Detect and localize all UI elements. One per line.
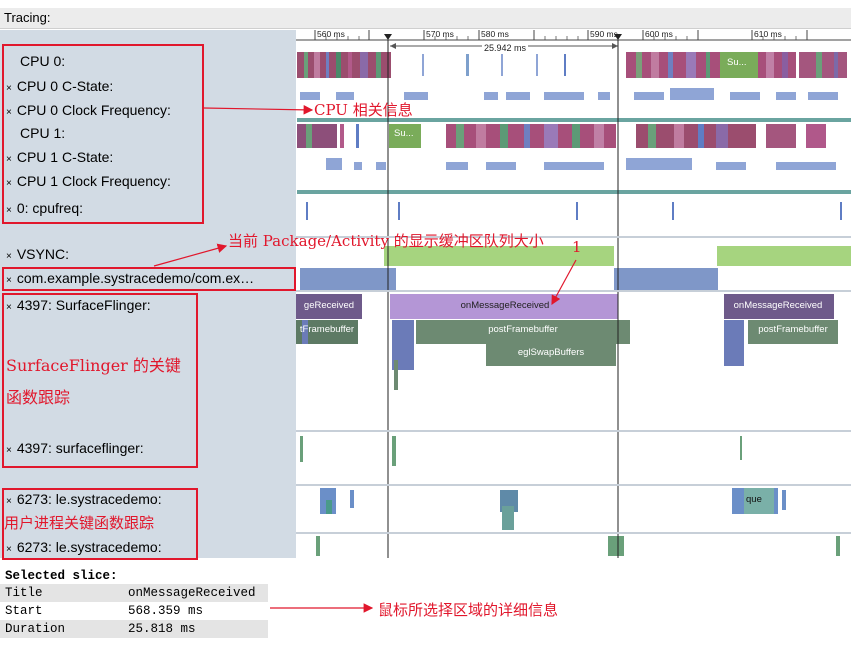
track-app-process[interactable]: × 6273: le.systracedemo: xyxy=(6,539,162,555)
annotation-detail-info: 鼠标所选择区域的详细信息 xyxy=(378,601,559,619)
track-cpu0[interactable]: CPU 0: xyxy=(20,53,65,69)
track-cpu1-cstate[interactable]: × CPU 1 C-State: xyxy=(6,149,113,165)
close-icon[interactable]: × xyxy=(6,496,12,507)
detail-row-duration: Duration 25.818 ms xyxy=(0,620,268,638)
track-label: CPU 0 Clock Frequency: xyxy=(16,102,171,118)
slice-postframebuffer-mid[interactable]: postFramebuffer xyxy=(488,324,558,335)
track-label: CPU 1: xyxy=(20,125,66,141)
track-separator xyxy=(296,532,851,534)
track-label: VSYNC: xyxy=(16,246,69,262)
slice-postframebuffer-right[interactable]: postFramebuffer xyxy=(758,324,828,335)
selection-duration-label: 25.942 ms xyxy=(482,43,529,53)
track-app-buffer-queue[interactable]: × com.example.systracedemo/com.ex… xyxy=(6,270,254,286)
cpu0-slice-label: Su... xyxy=(727,57,747,68)
annotation-sf-funcs-2: 函数跟踪 xyxy=(6,388,71,407)
slice-onmessage-left[interactable]: geReceived xyxy=(303,300,355,311)
close-icon[interactable]: × xyxy=(6,544,12,555)
detail-value: 568.359 ms xyxy=(128,604,204,618)
track-label: com.example.systracedemo/com.ex… xyxy=(16,270,255,286)
slice-que[interactable]: que xyxy=(746,494,762,505)
track-cpu0-cstate[interactable]: × CPU 0 C-State: xyxy=(6,78,113,94)
tick-580: 580 ms xyxy=(481,30,509,39)
track-vsync[interactable]: × VSYNC: xyxy=(6,246,69,262)
annotation-box-user-process xyxy=(2,488,198,560)
track-label: CPU 1 Clock Frequency: xyxy=(16,173,171,189)
close-icon[interactable]: × xyxy=(6,251,12,262)
tick-570: 570 ms xyxy=(426,30,454,39)
track-label: 6273: le.systracedemo: xyxy=(16,539,162,555)
annotation-buffer-queue: 当前 Package/Activity 的显示缓冲区队列大小 xyxy=(228,232,544,250)
detail-value: 25.818 ms xyxy=(128,622,196,636)
track-surfaceflinger-process[interactable]: × 4397: surfaceflinger: xyxy=(6,440,144,456)
track-cpufreq[interactable]: × 0: cpufreq: xyxy=(6,200,83,216)
track-cpu1-freq[interactable]: × CPU 1 Clock Frequency: xyxy=(6,173,171,189)
track-surfaceflinger-thread[interactable]: × 4397: SurfaceFlinger: xyxy=(6,297,151,313)
track-cpu1[interactable]: CPU 1: xyxy=(20,125,65,141)
track-separator xyxy=(296,236,851,238)
track-separator xyxy=(296,484,851,486)
annotation-user-funcs: 用户进程关键函数跟踪 xyxy=(4,514,155,532)
tick-600: 600 ms xyxy=(645,30,673,39)
detail-key: Duration xyxy=(5,622,66,636)
annotation-marker-1: 1 xyxy=(572,238,582,256)
close-icon[interactable]: × xyxy=(6,107,12,118)
annotation-box-cpu xyxy=(2,44,204,224)
track-label: 0: cpufreq: xyxy=(16,200,83,216)
detail-row-title: Title onMessageReceived xyxy=(0,584,268,602)
slice-onmessage-right[interactable]: onMessageReceived xyxy=(733,300,823,311)
detail-value: onMessageReceived xyxy=(128,586,256,600)
track-cpu0-freq[interactable]: × CPU 0 Clock Frequency: xyxy=(6,102,171,118)
close-icon[interactable]: × xyxy=(6,205,12,216)
detail-row-start: Start 568.359 ms xyxy=(0,602,268,620)
close-icon[interactable]: × xyxy=(6,275,12,286)
detail-key: Start xyxy=(5,604,43,618)
track-separator xyxy=(296,290,851,292)
annotation-cpu-info: CPU 相关信息 xyxy=(314,101,413,119)
timeline-tracks xyxy=(296,34,851,558)
tracing-toolbar: Tracing: xyxy=(0,8,851,29)
track-label: 4397: SurfaceFlinger: xyxy=(16,297,151,313)
tick-590: 590 ms xyxy=(590,30,618,39)
cpu1-slice-label: Su... xyxy=(394,128,414,139)
close-icon[interactable]: × xyxy=(6,83,12,94)
window-title: Tracing: xyxy=(4,10,51,25)
track-label: CPU 0 C-State: xyxy=(16,78,114,94)
selected-slice-heading: Selected slice: xyxy=(5,569,118,583)
track-label: 4397: surfaceflinger: xyxy=(16,440,144,456)
slice-onmessage-selected[interactable]: onMessageReceived xyxy=(460,300,550,311)
selected-slice-panel: Selected slice: Title onMessageReceived … xyxy=(0,560,270,644)
detail-key: Title xyxy=(5,586,43,600)
annotation-box-buffer-queue xyxy=(2,267,296,291)
track-separator xyxy=(296,430,851,432)
tick-560: 560 ms xyxy=(317,30,345,39)
track-label: CPU 1 C-State: xyxy=(16,149,114,165)
slice-postframebuffer-left[interactable]: tFramebuffer xyxy=(299,324,355,335)
track-app-thread[interactable]: × 6273: le.systracedemo: xyxy=(6,491,162,507)
close-icon[interactable]: × xyxy=(6,178,12,189)
close-icon[interactable]: × xyxy=(6,445,12,456)
annotation-box-surfaceflinger xyxy=(2,293,198,468)
tick-610: 610 ms xyxy=(754,30,782,39)
track-label: 6273: le.systracedemo: xyxy=(16,491,162,507)
close-icon[interactable]: × xyxy=(6,154,12,165)
annotation-sf-funcs-1: SurfaceFlinger 的关键 xyxy=(6,356,181,375)
close-icon[interactable]: × xyxy=(6,302,12,313)
track-label: CPU 0: xyxy=(20,53,66,69)
slice-eglswapbuffers[interactable]: eglSwapBuffers xyxy=(517,347,585,358)
